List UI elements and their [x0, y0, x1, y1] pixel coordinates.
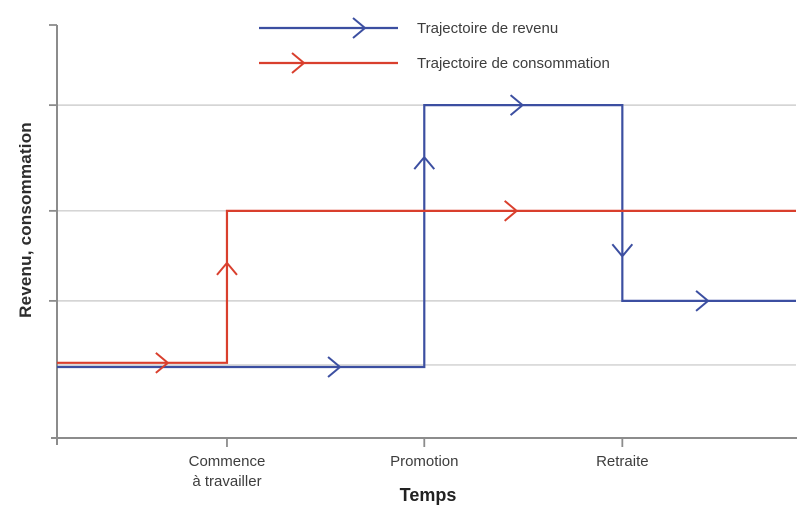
x-tick-labels: Commence à travailler Promotion Retraite: [0, 452, 810, 497]
x-axis-label: Temps: [399, 485, 457, 505]
income-arrow-right-icon: [509, 94, 525, 116]
income-arrow-right-icon: [327, 356, 342, 378]
consumption-arrow-right-icon: [504, 200, 519, 222]
legend-consommation-arrow-line-icon: [259, 52, 398, 74]
x-tick-label: Promotion: [390, 453, 459, 470]
consumption-arrow-up-icon: [216, 261, 238, 276]
legend-revenu-arrow-line-icon: [259, 17, 398, 39]
series-consumption: [57, 209, 796, 364]
x-tick-label: Commence à travailler: [188, 453, 266, 490]
series-income: [57, 104, 796, 369]
legend-item-consommation: Trajectoire de consommation: [258, 51, 610, 75]
legend-item-revenu: Trajectoire de revenu: [258, 16, 610, 40]
legend: Trajectoire de revenu Trajectoire de con…: [258, 16, 610, 86]
y-axis-label: Revenu, consommation: [16, 122, 35, 318]
legend-label-revenu: Trajectoire de revenu: [417, 19, 559, 37]
x-tick-label: Retraite: [596, 453, 649, 470]
income-arrow-right-icon: [695, 290, 710, 312]
consumption-arrow-right-icon: [155, 352, 170, 374]
income-arrow-up-icon: [413, 155, 436, 170]
legend-label-consommation: Trajectoire de consommation: [417, 54, 610, 72]
income-arrow-down-icon: [611, 243, 634, 258]
